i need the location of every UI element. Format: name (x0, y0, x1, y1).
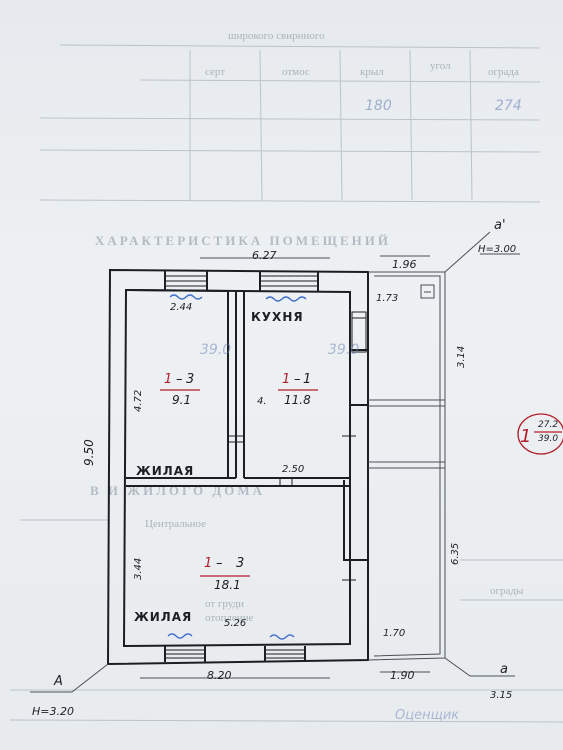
dim-lower-left-height: 3.44 (133, 557, 144, 580)
dim-lower-width: 5.26 (224, 618, 247, 629)
dim-bottom-total: 8.20 (207, 669, 232, 682)
corner-top-right-letter: a' (494, 218, 506, 233)
dim-kitchen-height: 4. (257, 396, 267, 407)
room-1-id: 1 (164, 372, 173, 387)
dim-top-total: 6.27 (252, 249, 277, 262)
dim-right-small: 1.73 (376, 293, 399, 304)
faint-section-title: ХАРАКТЕРИСТИКА ПОМЕЩЕНИЙ (95, 233, 391, 248)
faint-line-2: отопление (205, 612, 254, 624)
faint-value-1: 180 (365, 98, 392, 114)
dim-room-top-left-width: 2.44 (170, 302, 193, 313)
faint-value-2: 274 (495, 98, 522, 114)
dim-room-top-left-height: 4.72 (133, 389, 144, 412)
faint-room-area: 39.0 (328, 342, 360, 358)
room-2-label: КУХНЯ (251, 310, 304, 324)
room-2-num: 1 (303, 372, 312, 387)
corner-bottom-left-height: H=3.20 (32, 705, 74, 718)
room-3-id: 1 (204, 556, 213, 571)
faint-line-1: от груди (205, 598, 245, 610)
dim-corner-right: 3.15 (490, 690, 513, 701)
dim-bottom-right: 1.90 (390, 669, 415, 682)
dim-bottom-right-width: 1.70 (383, 628, 406, 639)
faint-side-text: Центральное (145, 518, 207, 530)
corner-top-right-height: H=3.00 (478, 244, 517, 255)
room-1-area: 9.1 (172, 393, 192, 407)
dim-right-vert-1: 3.14 (456, 345, 467, 368)
dim-right-vert-2: 6.35 (450, 542, 461, 565)
faint-col-1: серт (205, 66, 226, 78)
faint-col-2: отмос (282, 66, 310, 78)
room-3-label: ЖИЛАЯ (134, 610, 193, 624)
faint-col-4: угол (430, 60, 451, 72)
room-3-num: 3 (236, 556, 245, 571)
stamp-num: 1 (520, 426, 532, 447)
corner-bottom-right-letter: a (500, 662, 508, 677)
room-3-area: 18.1 (214, 578, 241, 592)
room-2-id: 1 (282, 372, 291, 387)
dim-top-right: 1.96 (392, 258, 417, 271)
faint-line-3: ограды (490, 585, 524, 597)
stamp-bottom: 39.0 (538, 434, 559, 444)
faint-col-5: ограда (488, 66, 519, 78)
faint-col-3: крыл (360, 66, 384, 78)
faint-top-label: широкого свирнного (228, 30, 325, 42)
faint-room-area-2: 39.0 (200, 342, 232, 358)
room-1-num: 3 (186, 372, 195, 387)
room-1-label: ЖИЛАЯ (136, 464, 195, 478)
dim-middle-width: 2.50 (282, 464, 305, 475)
stamp-top: 27.2 (538, 420, 559, 430)
faint-bottom: Оценщик (395, 708, 460, 723)
dim-left-height: 9.50 (82, 439, 96, 466)
room-2-area: 11.8 (284, 393, 311, 407)
corner-bottom-left-letter: A (54, 674, 63, 689)
